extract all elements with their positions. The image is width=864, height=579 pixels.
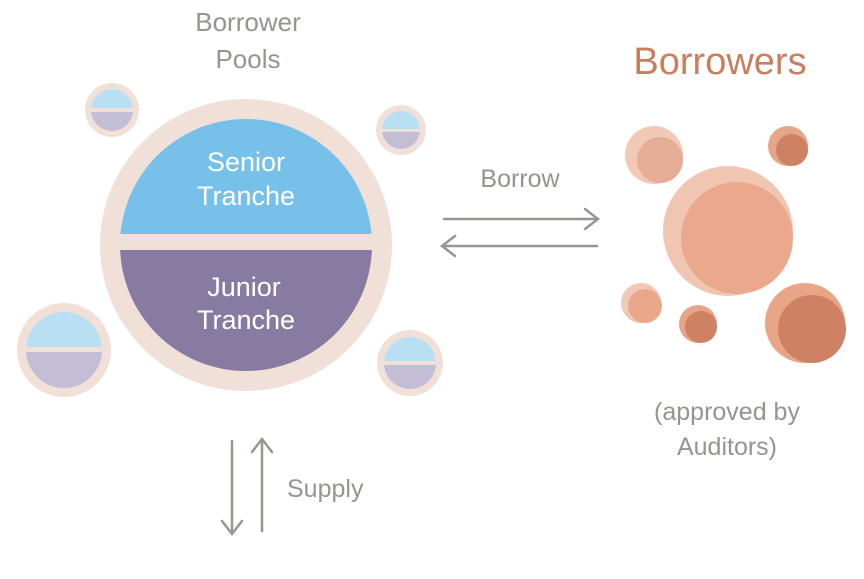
mini-pool <box>376 105 426 155</box>
junior-tranche-line2: Tranche <box>197 305 295 335</box>
borrower-bubble <box>625 126 683 184</box>
supply-arrow-up <box>250 436 274 533</box>
pools-label-line1: Borrower <box>195 7 301 37</box>
borrowers-title: Borrowers <box>633 41 806 83</box>
borrowers-note-line2: Auditors) <box>677 433 777 461</box>
repay-arrow-left <box>439 234 599 258</box>
borrower-bubble-main <box>663 166 793 296</box>
borrow-label: Borrow <box>480 165 560 193</box>
supply-label: Supply <box>287 475 364 503</box>
borrower-bubble <box>679 305 717 343</box>
borrowers-note-line1: (approved by <box>654 398 800 426</box>
borrow-arrow-right <box>442 207 601 231</box>
senior-tranche-line2: Tranche <box>197 181 295 211</box>
supply-arrow-down <box>220 439 244 537</box>
borrower-bubble <box>768 126 808 166</box>
mini-pool <box>377 330 443 396</box>
mini-pool <box>85 83 139 137</box>
main-pool <box>100 99 392 391</box>
borrower-bubble <box>621 283 662 323</box>
borrower-bubble <box>765 283 846 363</box>
senior-tranche-line1: Senior <box>207 147 285 177</box>
junior-tranche-line1: Junior <box>207 272 281 302</box>
mini-pool <box>17 303 111 397</box>
pools-label-line2: Pools <box>215 44 280 74</box>
